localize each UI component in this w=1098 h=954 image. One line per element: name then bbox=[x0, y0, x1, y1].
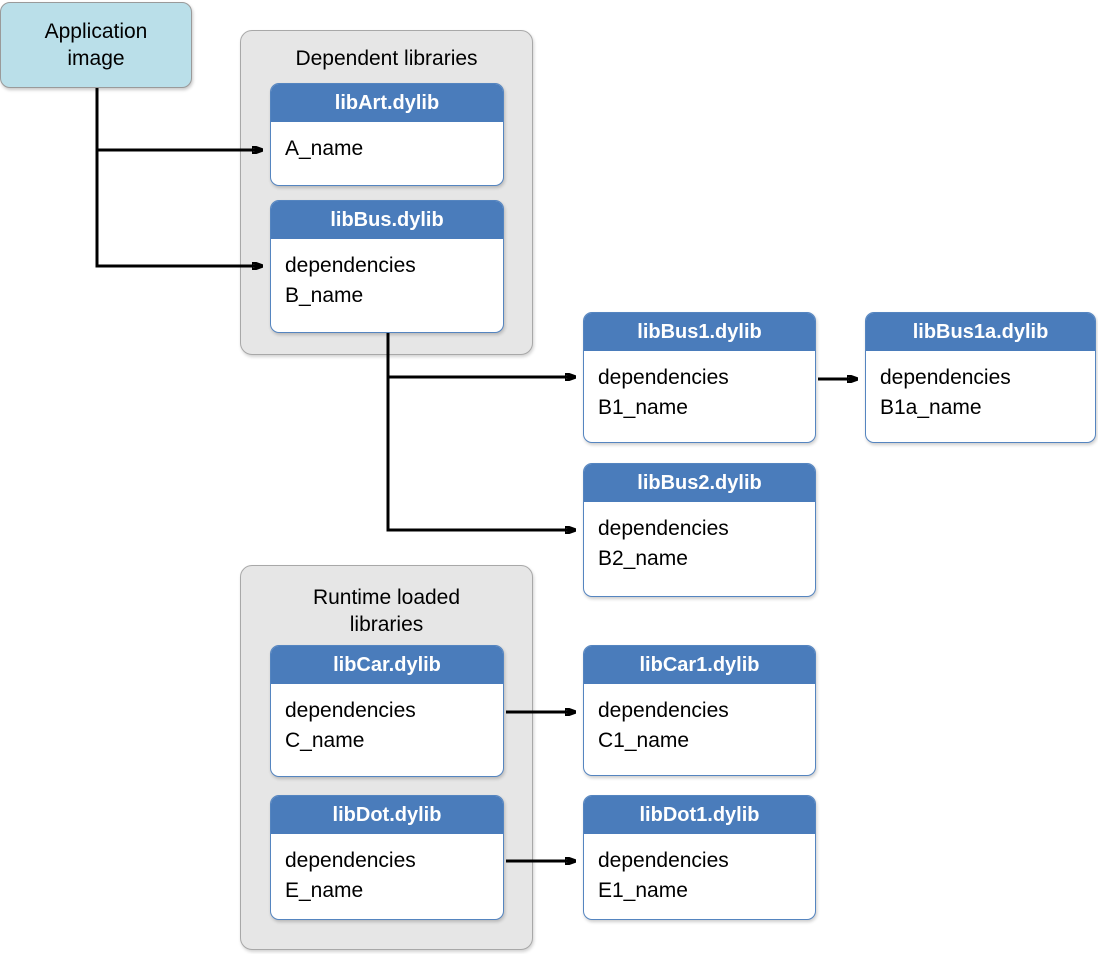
library-title-libbus1: libBus1.dylib bbox=[584, 313, 815, 351]
library-card-libcar1[interactable]: libCar1.dylib dependencies C1_name bbox=[583, 645, 816, 776]
library-title-libbus: libBus.dylib bbox=[271, 201, 503, 239]
library-title-libcar: libCar.dylib bbox=[271, 646, 503, 684]
connector-app-to-libart bbox=[95, 88, 262, 150]
library-card-libbus1[interactable]: libBus1.dylib dependencies B1_name bbox=[583, 312, 816, 443]
library-body-libbus2: dependencies B2_name bbox=[584, 502, 815, 574]
library-body-libdot: dependencies E_name bbox=[271, 834, 503, 906]
library-card-libbus2[interactable]: libBus2.dylib dependencies B2_name bbox=[583, 463, 816, 597]
group-dependent-libraries-title: Dependent libraries bbox=[295, 47, 478, 70]
application-image-label: Application image bbox=[44, 20, 148, 70]
library-title-libcar1: libCar1.dylib bbox=[584, 646, 815, 684]
library-body-libcar1: dependencies C1_name bbox=[584, 684, 815, 756]
library-title-libart: libArt.dylib bbox=[271, 84, 503, 122]
library-body-libdot1: dependencies E1_name bbox=[584, 834, 815, 906]
library-body-libart: A_name bbox=[271, 122, 503, 164]
library-body-libcar: dependencies C_name bbox=[271, 684, 503, 756]
library-card-libdot[interactable]: libDot.dylib dependencies E_name bbox=[270, 795, 504, 920]
library-card-libdot1[interactable]: libDot1.dylib dependencies E1_name bbox=[583, 795, 816, 920]
library-body-libbus1: dependencies B1_name bbox=[584, 351, 815, 423]
library-card-libart[interactable]: libArt.dylib A_name bbox=[270, 83, 504, 186]
connector-libbus-to-libbus2 bbox=[386, 377, 575, 530]
library-title-libdot: libDot.dylib bbox=[271, 796, 503, 834]
application-image-node[interactable]: Application image bbox=[0, 2, 192, 88]
library-title-libbus2: libBus2.dylib bbox=[584, 464, 815, 502]
connector-app-to-libbus bbox=[95, 150, 262, 266]
library-title-libdot1: libDot1.dylib bbox=[584, 796, 815, 834]
group-runtime-loaded-libraries-title: Runtime loaded libraries bbox=[312, 586, 461, 636]
library-card-libbus1a[interactable]: libBus1a.dylib dependencies B1a_name bbox=[865, 312, 1096, 443]
library-title-libbus1a: libBus1a.dylib bbox=[866, 313, 1095, 351]
library-body-libbus: dependencies B_name bbox=[271, 239, 503, 311]
library-card-libbus[interactable]: libBus.dylib dependencies B_name bbox=[270, 200, 504, 333]
library-body-libbus1a: dependencies B1a_name bbox=[866, 351, 1095, 423]
library-card-libcar[interactable]: libCar.dylib dependencies C_name bbox=[270, 645, 504, 777]
